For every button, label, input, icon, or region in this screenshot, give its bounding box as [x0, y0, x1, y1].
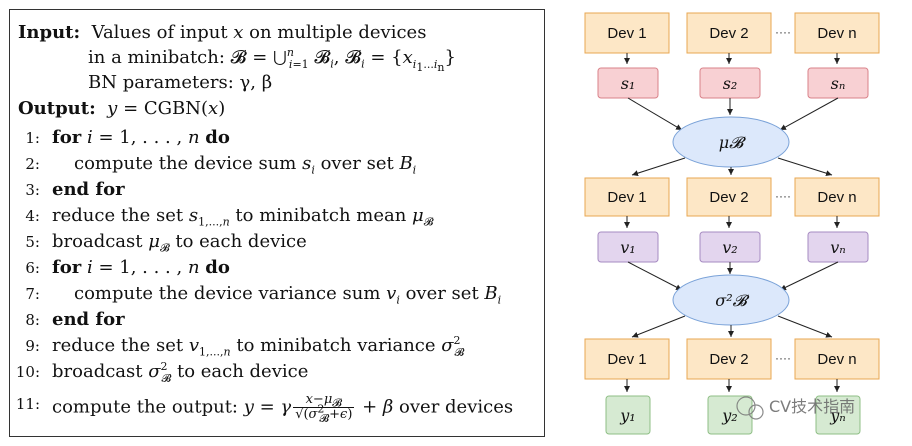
step-number: 10:	[15, 363, 40, 381]
ellipsis: ····	[775, 189, 791, 203]
output-header: Output: y = CGBN(x)	[18, 98, 225, 120]
sum-label: s₂	[723, 74, 738, 93]
device-label: Dev 2	[709, 351, 748, 368]
step-number: 7:	[25, 285, 40, 303]
input-line-3: BN parameters: γ, β	[88, 72, 273, 93]
device-label: Dev 1	[607, 189, 646, 206]
input-label: Input:	[18, 22, 81, 43]
step-6: for i = 1, . . . , n do	[52, 257, 230, 278]
step-4: reduce the set s1,...,n to minibatch mea…	[52, 205, 434, 229]
device-label: Dev n	[817, 351, 856, 368]
step-number: 8:	[25, 311, 40, 329]
step-number: 9:	[25, 337, 40, 355]
input-line-2: in a minibatch: 𝓑 = ⋃ni=1 𝓑i, 𝓑i = {xi1.…	[88, 46, 456, 74]
device-box-row2-1: Dev 1	[584, 177, 670, 217]
mean-node: μ𝓑	[672, 116, 790, 168]
var-label: vₙ	[830, 238, 846, 257]
var-box-1: v₁	[597, 231, 659, 263]
input-line-1: Values of input x on multiple devices	[91, 22, 427, 43]
device-label: Dev n	[817, 189, 856, 206]
wechat-icon	[736, 396, 756, 416]
output-label: Output:	[18, 98, 96, 119]
output-box-2: y₂	[707, 395, 753, 435]
output-label: y₂	[721, 406, 737, 425]
sum-box-2: s₂	[699, 67, 761, 99]
device-label: Dev 1	[607, 25, 646, 42]
watermark: CV技术指南	[736, 396, 855, 420]
sum-box-n: sₙ	[807, 67, 869, 99]
output-label: y₁	[619, 406, 635, 425]
algorithm-box: Input: Values of input x on multiple dev…	[9, 9, 545, 437]
ellipsis: ····	[775, 351, 791, 365]
device-label: Dev 1	[607, 351, 646, 368]
step-5: broadcast μ𝓑 to each device	[52, 231, 307, 255]
device-box-row1-2: Dev 2	[686, 12, 772, 54]
step-2: compute the device sum si over set Bi	[74, 153, 417, 177]
device-box-row3-2: Dev 2	[686, 338, 772, 380]
step-8: end for	[52, 309, 125, 330]
var-box-n: vₙ	[807, 231, 869, 263]
device-box-row1-n: Dev n	[794, 12, 880, 54]
device-label: Dev 2	[709, 25, 748, 42]
sum-label: sₙ	[831, 74, 846, 93]
mean-label: μ𝓑	[719, 133, 746, 152]
device-box-row2-2: Dev 2	[686, 177, 772, 217]
var-box-2: v₂	[699, 231, 761, 263]
step-number: 3:	[25, 181, 40, 199]
variance-label: σ²𝓑	[715, 291, 749, 310]
output-label: yₙ	[829, 406, 846, 425]
sum-label: s₁	[621, 74, 636, 93]
device-label: Dev n	[817, 25, 856, 42]
variance-node: σ²𝓑	[672, 274, 790, 326]
device-box-row3-n: Dev n	[794, 338, 880, 380]
step-number: 2:	[25, 155, 40, 173]
step-10: broadcast σ2𝓑 to each device	[52, 360, 309, 385]
output-box-1: y₁	[605, 395, 651, 435]
step-number: 1:	[25, 129, 40, 147]
cgbn-diagram: Dev 1 Dev 2 ···· Dev n s₁ s₂ sₙ μ𝓑 Dev 1	[584, 12, 880, 435]
device-box-row3-1: Dev 1	[584, 338, 670, 380]
step-number: 5:	[25, 233, 40, 251]
step-3: end for	[52, 179, 125, 200]
output-box-n: yₙ	[815, 395, 861, 435]
step-7: compute the device variance sum vi over …	[74, 283, 502, 307]
output-value: y = CGBN(x)	[107, 98, 226, 119]
watermark-text: CV技术指南	[769, 397, 855, 416]
sum-box-1: s₁	[597, 67, 659, 99]
device-label: Dev 2	[709, 189, 748, 206]
ellipsis: ····	[775, 25, 791, 39]
var-label: v₂	[722, 238, 737, 257]
step-number: 6:	[25, 259, 40, 277]
step-number: 4:	[25, 207, 40, 225]
var-label: v₁	[620, 238, 635, 257]
input-header: Input: Values of input x on multiple dev…	[18, 22, 426, 44]
device-box-row2-n: Dev n	[794, 177, 880, 217]
device-box-row1-1: Dev 1	[584, 12, 670, 54]
step-1: for i = 1, . . . , n do	[52, 127, 230, 148]
step-number: 11:	[15, 395, 40, 413]
step-9: reduce the set v1,...,n to minibatch var…	[52, 334, 465, 359]
